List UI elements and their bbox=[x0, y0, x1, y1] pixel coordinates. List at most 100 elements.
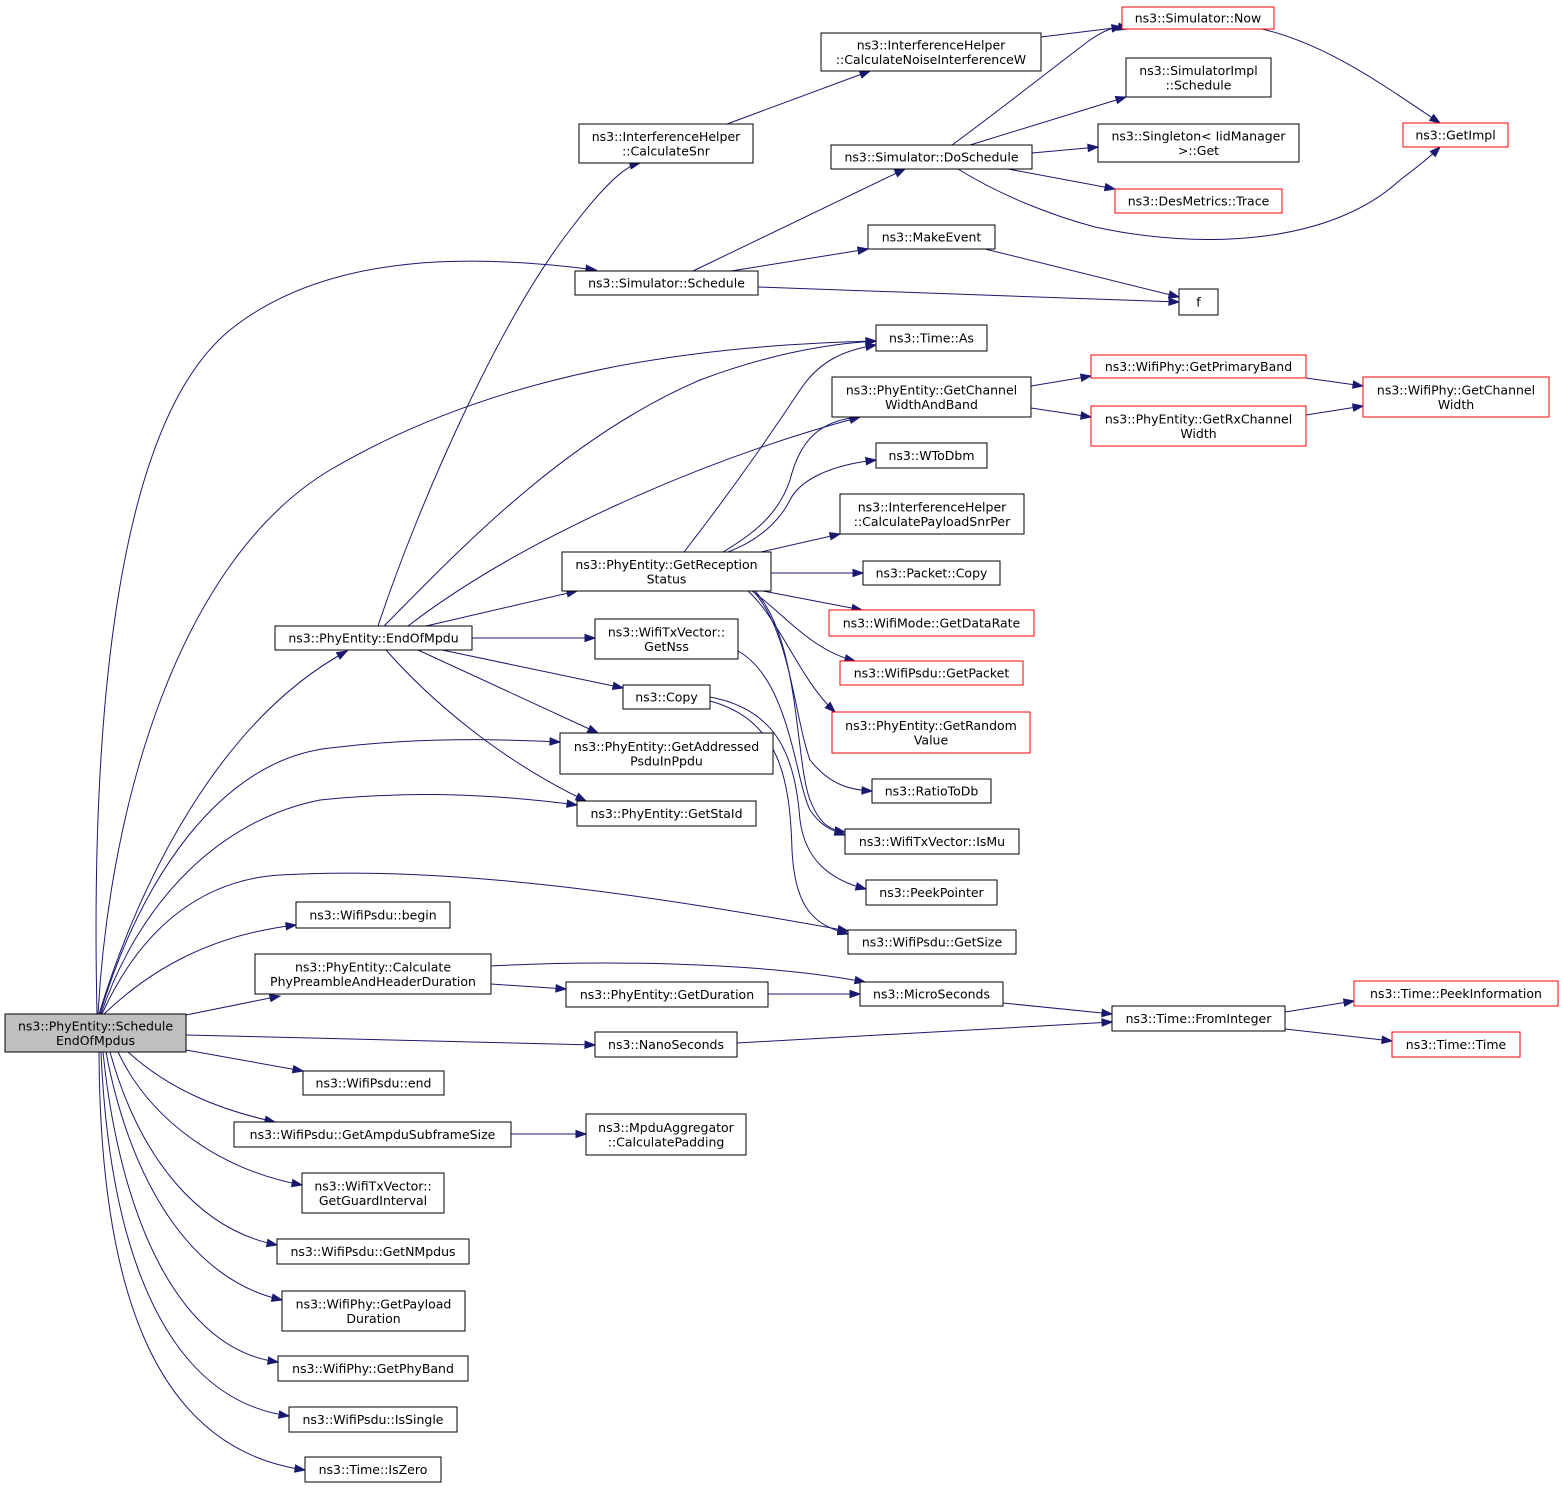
node-box bbox=[839, 660, 1024, 686]
node-calcNoise[interactable]: ns3::InterferenceHelper::CalculateNoiseI… bbox=[820, 32, 1042, 72]
node-label: ns3::RatioToDb bbox=[885, 784, 979, 799]
arrowhead bbox=[1429, 145, 1442, 158]
node-wToDbm[interactable]: ns3::WToDbm bbox=[875, 442, 988, 469]
node-box bbox=[594, 1031, 738, 1058]
node-box bbox=[1353, 980, 1559, 1007]
node-copy[interactable]: ns3::Copy bbox=[622, 684, 711, 710]
node-getPrimaryBand[interactable]: ns3::WifiPhy::GetPrimaryBand bbox=[1090, 354, 1307, 379]
node-microSeconds[interactable]: ns3::MicroSeconds bbox=[859, 981, 1004, 1007]
node-label: ns3::Simulator::Now bbox=[1135, 11, 1262, 26]
node-box bbox=[1125, 57, 1272, 98]
node-getDuration[interactable]: ns3::PhyEntity::GetDuration bbox=[565, 981, 769, 1008]
arrowhead bbox=[586, 724, 600, 734]
node-getDataRate[interactable]: ns3::WifiMode::GetDataRate bbox=[828, 609, 1035, 637]
node-calcSnr[interactable]: ns3::InterferenceHelper::CalculateSnr bbox=[578, 123, 754, 164]
node-getNMpdus[interactable]: ns3::WifiPsdu::GetNMpdus bbox=[276, 1238, 470, 1265]
node-getImpl[interactable]: ns3::GetImpl bbox=[1402, 122, 1509, 148]
node-getPacket[interactable]: ns3::WifiPsdu::GetPacket bbox=[839, 660, 1024, 686]
node-box bbox=[820, 32, 1042, 72]
node-getAmpduSubframeSize[interactable]: ns3::WifiPsdu::GetAmpduSubframeSize bbox=[233, 1121, 512, 1148]
node-label: Width bbox=[1180, 426, 1216, 441]
node-doSchedule[interactable]: ns3::Simulator::DoSchedule bbox=[830, 144, 1033, 170]
arrowhead bbox=[833, 827, 847, 836]
edge-root-to-getAddressedPsdu bbox=[99, 737, 562, 1015]
edge-getRxChannelWidth-to-wifiPhyGetChannelWidth bbox=[1305, 403, 1365, 416]
edge-getReceptionStatus-to-wToDbm bbox=[727, 456, 878, 553]
node-nanoSeconds[interactable]: ns3::NanoSeconds bbox=[594, 1031, 738, 1058]
node-isSingle[interactable]: ns3::WifiPsdu::IsSingle bbox=[288, 1406, 458, 1433]
node-psduEnd[interactable]: ns3::WifiPsdu::end bbox=[302, 1070, 445, 1096]
arrowhead bbox=[611, 681, 625, 691]
node-isMu[interactable]: ns3::WifiTxVector::IsMu bbox=[844, 828, 1020, 855]
node-box bbox=[1178, 288, 1219, 316]
edge-root-to-psduBegin bbox=[103, 921, 298, 1015]
node-simSchedule[interactable]: ns3::Simulator::Schedule bbox=[574, 270, 759, 296]
node-psduBegin[interactable]: ns3::WifiPsdu::begin bbox=[295, 901, 451, 929]
node-label: PhyPreambleAndHeaderDuration bbox=[270, 974, 476, 989]
node-fromInteger[interactable]: ns3::Time::FromInteger bbox=[1111, 1005, 1286, 1032]
node-now[interactable]: ns3::Simulator::Now bbox=[1121, 6, 1275, 30]
node-peekPointer[interactable]: ns3::PeekPointer bbox=[865, 879, 998, 906]
node-simImplSchedule[interactable]: ns3::SimulatorImpl::Schedule bbox=[1125, 57, 1272, 98]
node-peekInformation[interactable]: ns3::Time::PeekInformation bbox=[1353, 980, 1559, 1007]
node-getNss[interactable]: ns3::WifiTxVector::GetNss bbox=[594, 618, 739, 660]
node-packetCopy[interactable]: ns3::Packet::Copy bbox=[862, 560, 1001, 586]
edge-now-to-getImpl bbox=[1261, 28, 1442, 124]
arrowhead bbox=[1381, 1035, 1394, 1045]
node-label: GetNss bbox=[644, 639, 689, 654]
node-endOfMpdu[interactable]: ns3::PhyEntity::EndOfMpdu bbox=[274, 625, 473, 651]
arrowhead bbox=[584, 1040, 597, 1050]
node-psduGetSize[interactable]: ns3::WifiPsdu::GetSize bbox=[847, 929, 1017, 955]
node-ratioToDb[interactable]: ns3::RatioToDb bbox=[871, 778, 992, 804]
node-box bbox=[871, 778, 992, 804]
edge-root-to-psduEnd bbox=[185, 1049, 305, 1074]
call-nodes: ns3::PhyEntity::ScheduleEndOfMpdusns3::S… bbox=[4, 6, 1559, 1483]
node-calcPayloadSnrPer[interactable]: ns3::InterferenceHelper::CalculatePayloa… bbox=[839, 493, 1025, 535]
node-makeEvent[interactable]: ns3::MakeEvent bbox=[867, 224, 996, 250]
node-label: PsduInPpdu bbox=[630, 753, 703, 768]
node-box bbox=[830, 144, 1033, 170]
node-timeTime[interactable]: ns3::Time::Time bbox=[1391, 1031, 1521, 1058]
arrowhead bbox=[555, 983, 568, 993]
node-label: ns3::PhyEntity::GetStaId bbox=[590, 806, 742, 821]
arrowhead bbox=[856, 246, 870, 255]
edge-doSchedule-to-getImpl bbox=[957, 145, 1442, 240]
node-box bbox=[281, 1290, 466, 1332]
node-calcPadding[interactable]: ns3::MpduAggregator::CalculatePadding bbox=[585, 1113, 747, 1156]
edge-root-to-getStaId bbox=[100, 794, 579, 1015]
edge-calcNoise-to-now bbox=[1040, 24, 1124, 38]
arrowhead bbox=[285, 921, 298, 931]
node-box bbox=[301, 1172, 445, 1214]
node-timeAs[interactable]: ns3::Time::As bbox=[875, 324, 988, 352]
node-box bbox=[1111, 1005, 1286, 1032]
arrowhead bbox=[1352, 380, 1365, 389]
node-f[interactable]: f bbox=[1178, 288, 1219, 316]
node-isZero[interactable]: ns3::Time::IsZero bbox=[304, 1456, 442, 1483]
edge-root-to-nanoSeconds bbox=[185, 1034, 597, 1050]
edge-getReceptionStatus-to-getDataRate bbox=[762, 590, 864, 613]
node-box bbox=[561, 551, 772, 592]
node-getGuardInterval[interactable]: ns3::WifiTxVector::GetGuardInterval bbox=[301, 1172, 445, 1214]
node-getStaId[interactable]: ns3::PhyEntity::GetStaId bbox=[576, 800, 757, 827]
node-box bbox=[565, 981, 769, 1008]
node-singletonGet[interactable]: ns3::Singleton< IidManager >::Get bbox=[1097, 123, 1300, 163]
edge-endOfMpdu-to-getNss bbox=[472, 633, 597, 643]
node-label: ns3::InterferenceHelper bbox=[858, 499, 1007, 514]
node-label: ns3::PhyEntity::Calculate bbox=[295, 959, 451, 974]
edge-getReceptionStatus-to-packetCopy bbox=[771, 568, 865, 578]
arrowhead bbox=[864, 342, 878, 352]
node-getPhyBand[interactable]: ns3::WifiPhy::GetPhyBand bbox=[277, 1355, 469, 1382]
arrowhead bbox=[1087, 143, 1100, 153]
node-calcPreamble[interactable]: ns3::PhyEntity::CalculatePhyPreambleAndH… bbox=[254, 953, 492, 995]
node-box bbox=[576, 800, 757, 827]
node-desTrace[interactable]: ns3::DesMetrics::Trace bbox=[1114, 188, 1283, 214]
edge-getReceptionStatus-to-timeAs bbox=[683, 342, 878, 553]
